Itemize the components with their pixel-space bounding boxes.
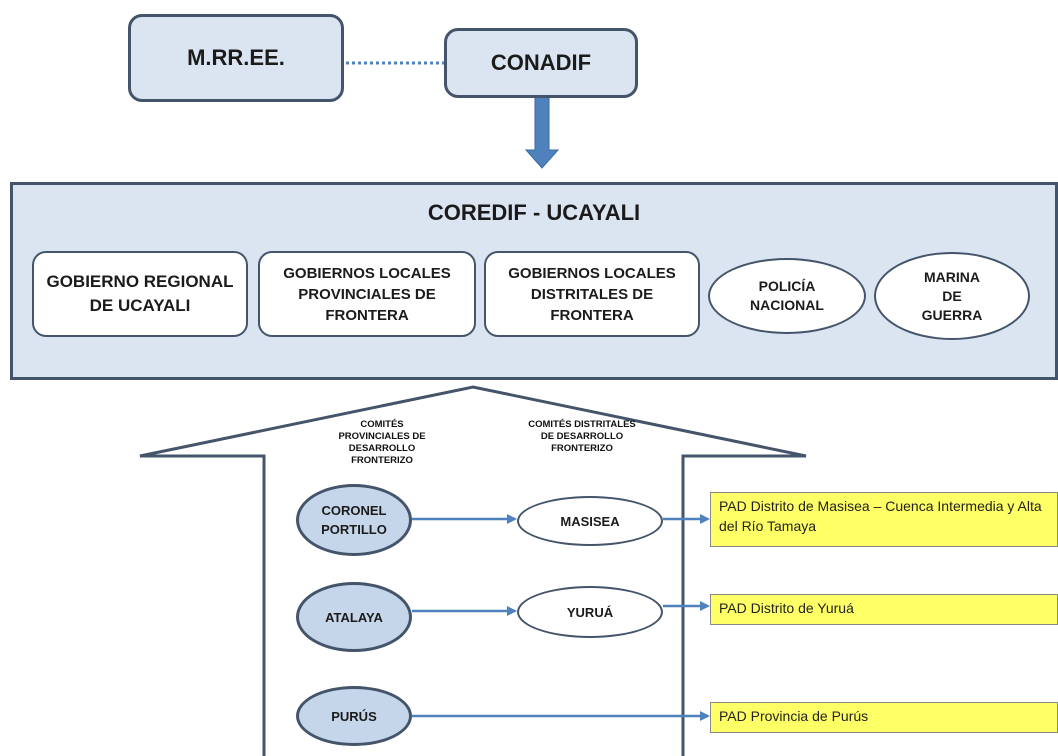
province-coronel-portillo: CORONEL PORTILLO [296,484,412,556]
conadif-box: CONADIF [444,28,638,98]
pad-yurua: PAD Distrito de Yuruá [710,594,1058,625]
district-masisea: MASISEA [517,496,663,546]
pad-masisea: PAD Distrito de Masisea – Cuenca Interme… [710,492,1058,547]
member-gobiernos-distritales: GOBIERNOS LOCALES DISTRITALES DE FRONTER… [484,251,700,337]
member-gobiernos-provinciales: GOBIERNOS LOCALES PROVINCIALES DE FRONTE… [258,251,476,337]
province-atalaya: ATALAYA [296,582,412,652]
member-marina-de-guerra: MARINA DE GUERRA [874,252,1030,340]
pad-purus: PAD Provincia de Purús [710,702,1058,733]
mrree-box: M.RR.EE. [128,14,344,102]
down-arrow [524,96,560,169]
province-purus: PURÚS [296,686,412,746]
label-comites-distritales: COMITÉS DISTRITALES DE DESARROLLO FRONTE… [528,419,636,454]
label-comites-provinciales: COMITÉS PROVINCIALES DE DESARROLLO FRONT… [338,419,426,466]
district-yurua: YURUÁ [517,586,663,638]
up-arrow-outline [139,385,807,756]
member-policia-nacional: POLICÍA NACIONAL [708,258,866,334]
coredif-title: COREDIF - UCAYALI [427,200,641,225]
member-gobierno-regional: GOBIERNO REGIONAL DE UCAYALI [32,251,248,337]
